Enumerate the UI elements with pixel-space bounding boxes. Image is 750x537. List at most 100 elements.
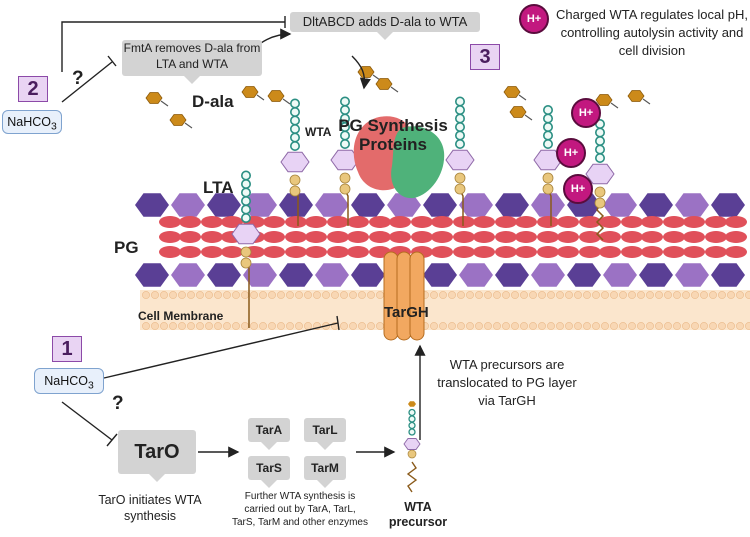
targh-label: TarGH bbox=[384, 304, 429, 321]
lipid-head bbox=[565, 291, 573, 299]
peptide-unit bbox=[327, 216, 349, 228]
lipid-head bbox=[268, 322, 276, 330]
lipid-head bbox=[556, 291, 564, 299]
lipid-head bbox=[655, 291, 663, 299]
glycan-sugar bbox=[495, 193, 529, 217]
peptide-unit bbox=[369, 231, 391, 243]
peptide-unit bbox=[201, 216, 223, 228]
lipid-head bbox=[295, 291, 303, 299]
lipid-head bbox=[466, 291, 474, 299]
repeat-unit bbox=[289, 141, 300, 152]
peptide-unit bbox=[621, 231, 643, 243]
lipid-head bbox=[205, 291, 213, 299]
d-ala-bond bbox=[256, 94, 265, 101]
glycan-sugar bbox=[279, 193, 313, 217]
peptide-unit bbox=[411, 216, 433, 228]
lipid-head bbox=[313, 291, 321, 299]
glycan-sugar bbox=[675, 263, 709, 287]
repeat-unit bbox=[542, 113, 553, 124]
peptide-unit bbox=[473, 216, 495, 228]
peptide-unit bbox=[159, 231, 181, 243]
question-mark-2: ? bbox=[72, 68, 84, 89]
peptide-unit bbox=[599, 246, 621, 258]
lipid-head bbox=[340, 322, 348, 330]
nahco3-label-2: NaHCO3 bbox=[7, 115, 57, 133]
repeat-unit bbox=[289, 124, 300, 135]
lipid-head bbox=[322, 291, 330, 299]
lipid-head bbox=[304, 322, 312, 330]
glycan-sugar bbox=[279, 263, 313, 287]
hplus-ion: H+ bbox=[519, 4, 549, 34]
cell-membrane-label: Cell Membrane bbox=[138, 309, 224, 323]
d-ala-bond bbox=[160, 100, 169, 107]
peptide-unit bbox=[599, 216, 621, 228]
glycan-sugar bbox=[171, 263, 205, 287]
lipid-head bbox=[583, 322, 591, 330]
lipid-head bbox=[196, 322, 204, 330]
lipid-head bbox=[178, 291, 186, 299]
linkage-unit bbox=[445, 149, 475, 171]
peptide-unit bbox=[179, 231, 201, 243]
peptide-unit bbox=[725, 231, 747, 243]
repeat-unit bbox=[408, 428, 416, 436]
peptide-unit bbox=[725, 216, 747, 228]
peptide-unit bbox=[305, 216, 327, 228]
lipid-head bbox=[187, 322, 195, 330]
lipid-head bbox=[232, 291, 240, 299]
pg-label: PG bbox=[114, 238, 139, 257]
lipid-head bbox=[610, 291, 618, 299]
lipid-head bbox=[664, 291, 672, 299]
strand-anchor bbox=[344, 189, 349, 226]
repeat-unit bbox=[241, 170, 252, 181]
d-ala-bond bbox=[642, 98, 651, 105]
d-ala-hexagon bbox=[595, 94, 613, 106]
lipid-head bbox=[691, 291, 699, 299]
repeat-unit bbox=[339, 96, 350, 107]
question-mark-1: ? bbox=[112, 393, 124, 414]
peptide-unit bbox=[201, 231, 223, 243]
peptide-unit bbox=[683, 246, 705, 258]
glycan-sugar bbox=[243, 263, 277, 287]
d-ala-hexagon bbox=[408, 401, 416, 407]
glycerol-unit bbox=[542, 183, 554, 195]
glycerol-unit bbox=[407, 449, 417, 459]
peptide-unit bbox=[285, 216, 307, 228]
fmta-callout: FmtA removes D-ala from LTA and WTA bbox=[122, 40, 262, 84]
lipid-head bbox=[349, 322, 357, 330]
lipid-head bbox=[628, 322, 636, 330]
repeat-unit bbox=[454, 122, 465, 133]
glycan-sugar bbox=[603, 263, 637, 287]
glycerol-unit bbox=[594, 186, 606, 198]
peptide-unit bbox=[453, 246, 475, 258]
lipid-head bbox=[565, 322, 573, 330]
lipid-head bbox=[628, 291, 636, 299]
lipid-head bbox=[493, 322, 501, 330]
peptide-unit bbox=[537, 246, 559, 258]
peptide-unit bbox=[453, 231, 475, 243]
linkage-unit bbox=[280, 151, 310, 173]
glycan-sugar bbox=[531, 263, 565, 287]
glycerol-unit bbox=[240, 257, 252, 269]
lipid-head bbox=[619, 291, 627, 299]
step-1-label: 1 bbox=[52, 336, 82, 362]
lipid-head bbox=[241, 291, 249, 299]
enzyme-box-tara: TarA bbox=[248, 418, 290, 450]
repeat-unit bbox=[594, 136, 605, 147]
peptide-unit bbox=[641, 246, 663, 258]
lipid-head bbox=[214, 291, 222, 299]
lipid-head bbox=[592, 291, 600, 299]
glycerol-unit bbox=[594, 197, 606, 209]
lipid-head bbox=[286, 322, 294, 330]
repeat-unit bbox=[454, 96, 465, 107]
lipid-head bbox=[691, 322, 699, 330]
peptide-unit bbox=[725, 246, 747, 258]
peptide-unit bbox=[285, 231, 307, 243]
lipid-head bbox=[259, 322, 267, 330]
peptide-unit bbox=[473, 231, 495, 243]
peptide-unit bbox=[579, 231, 601, 243]
lipid-head bbox=[448, 291, 456, 299]
glycan-sugar bbox=[531, 193, 565, 217]
lipid-head bbox=[520, 322, 528, 330]
repeat-unit bbox=[289, 115, 300, 126]
repeat-unit bbox=[542, 105, 553, 116]
